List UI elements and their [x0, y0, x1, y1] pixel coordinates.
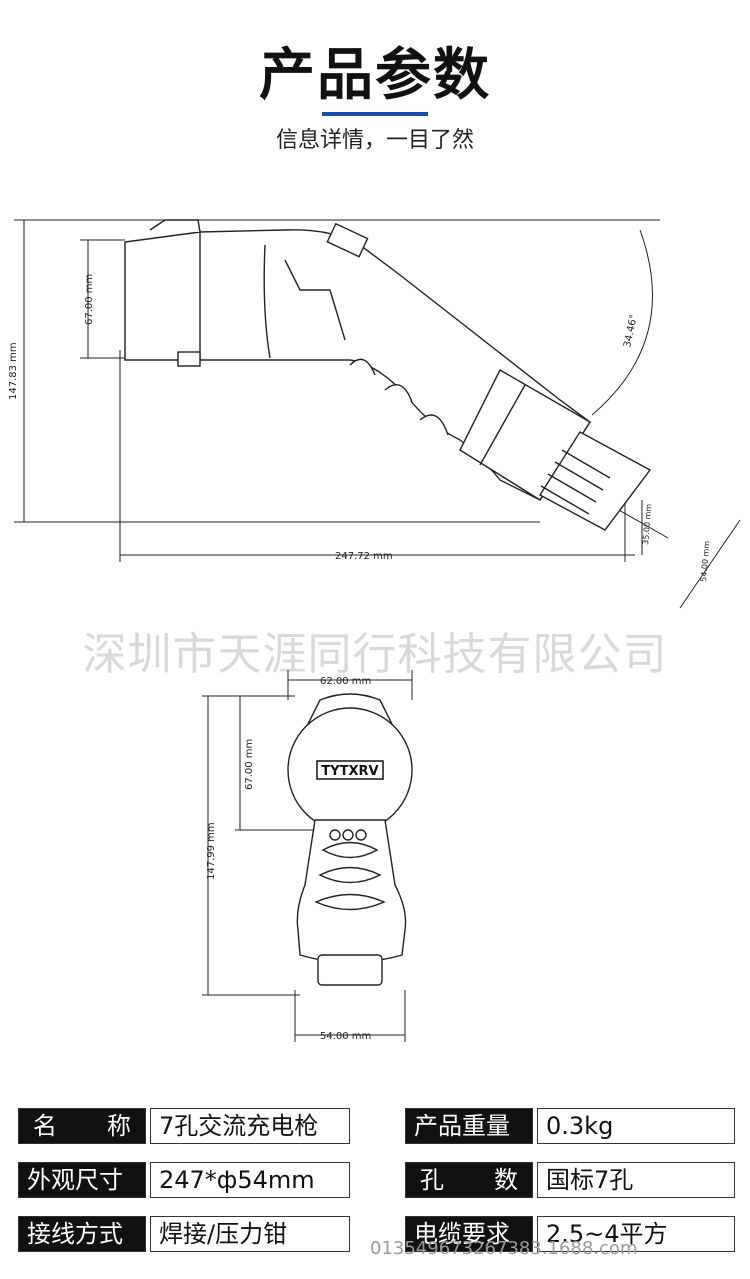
spec-label-cable: 电缆要求 [405, 1216, 533, 1252]
front-view-drawing: TYTXRV 62.00 mm 67.00 mm 147.99 mm 54.00… [202, 670, 413, 1042]
footer-url-overlay: 013549673267383.1688.com [370, 1238, 638, 1259]
brand-logo-text: TYTXRV [321, 764, 378, 779]
spec-value-holes: 国标7孔 [537, 1162, 735, 1198]
spec-label-dimensions: 外观尺寸 [18, 1162, 146, 1198]
side-view-drawing: 147.83 mm 67.00 mm 247.72 mm 34.46° 35.0… [8, 219, 741, 609]
page-title: 产品参数 [259, 43, 491, 108]
spec-row: 接线方式 焊接/压力钳 电缆要求 2.5~4平方 [18, 1216, 735, 1254]
dim-label-tail-outer: 54.00 mm [699, 540, 712, 582]
spec-value-cable: 2.5~4平方 [537, 1216, 735, 1252]
dim-label-width-top: 62.00 mm [320, 676, 371, 687]
dim-label-width-bottom: 54.00 mm [320, 1031, 371, 1042]
dim-label-angle: 34.46° [622, 313, 640, 348]
dim-label-head-height: 67.00 mm [84, 274, 95, 325]
dim-label-front-head-height: 67.00 mm [244, 739, 255, 790]
spec-label-name: 名 称 [18, 1108, 146, 1144]
spec-label-wiring: 接线方式 [18, 1216, 146, 1252]
company-watermark: 深圳市天涯同行科技有限公司 [82, 629, 668, 680]
spec-value-wiring: 焊接/压力钳 [150, 1216, 350, 1252]
dim-label-height-total: 147.83 mm [8, 342, 19, 400]
spec-row: 外观尺寸 247*ф54mm 孔 数 国标7孔 [18, 1162, 735, 1200]
spec-label-weight: 产品重量 [405, 1108, 533, 1144]
dim-label-tail-inner: 35.00 mm [641, 503, 654, 545]
spec-label-holes: 孔 数 [405, 1162, 533, 1198]
spec-value-dimensions: 247*ф54mm [150, 1162, 350, 1198]
dim-label-front-height-total: 147.99 mm [206, 822, 217, 880]
title-underline [322, 112, 428, 116]
spec-row: 名 称 7孔交流充电枪 产品重量 0.3kg [18, 1108, 735, 1146]
page-subtitle: 信息详情，一目了然 [275, 128, 474, 153]
spec-value-name: 7孔交流充电枪 [150, 1108, 350, 1144]
spec-value-weight: 0.3kg [537, 1108, 735, 1144]
dim-label-length: 247.72 mm [335, 551, 393, 562]
